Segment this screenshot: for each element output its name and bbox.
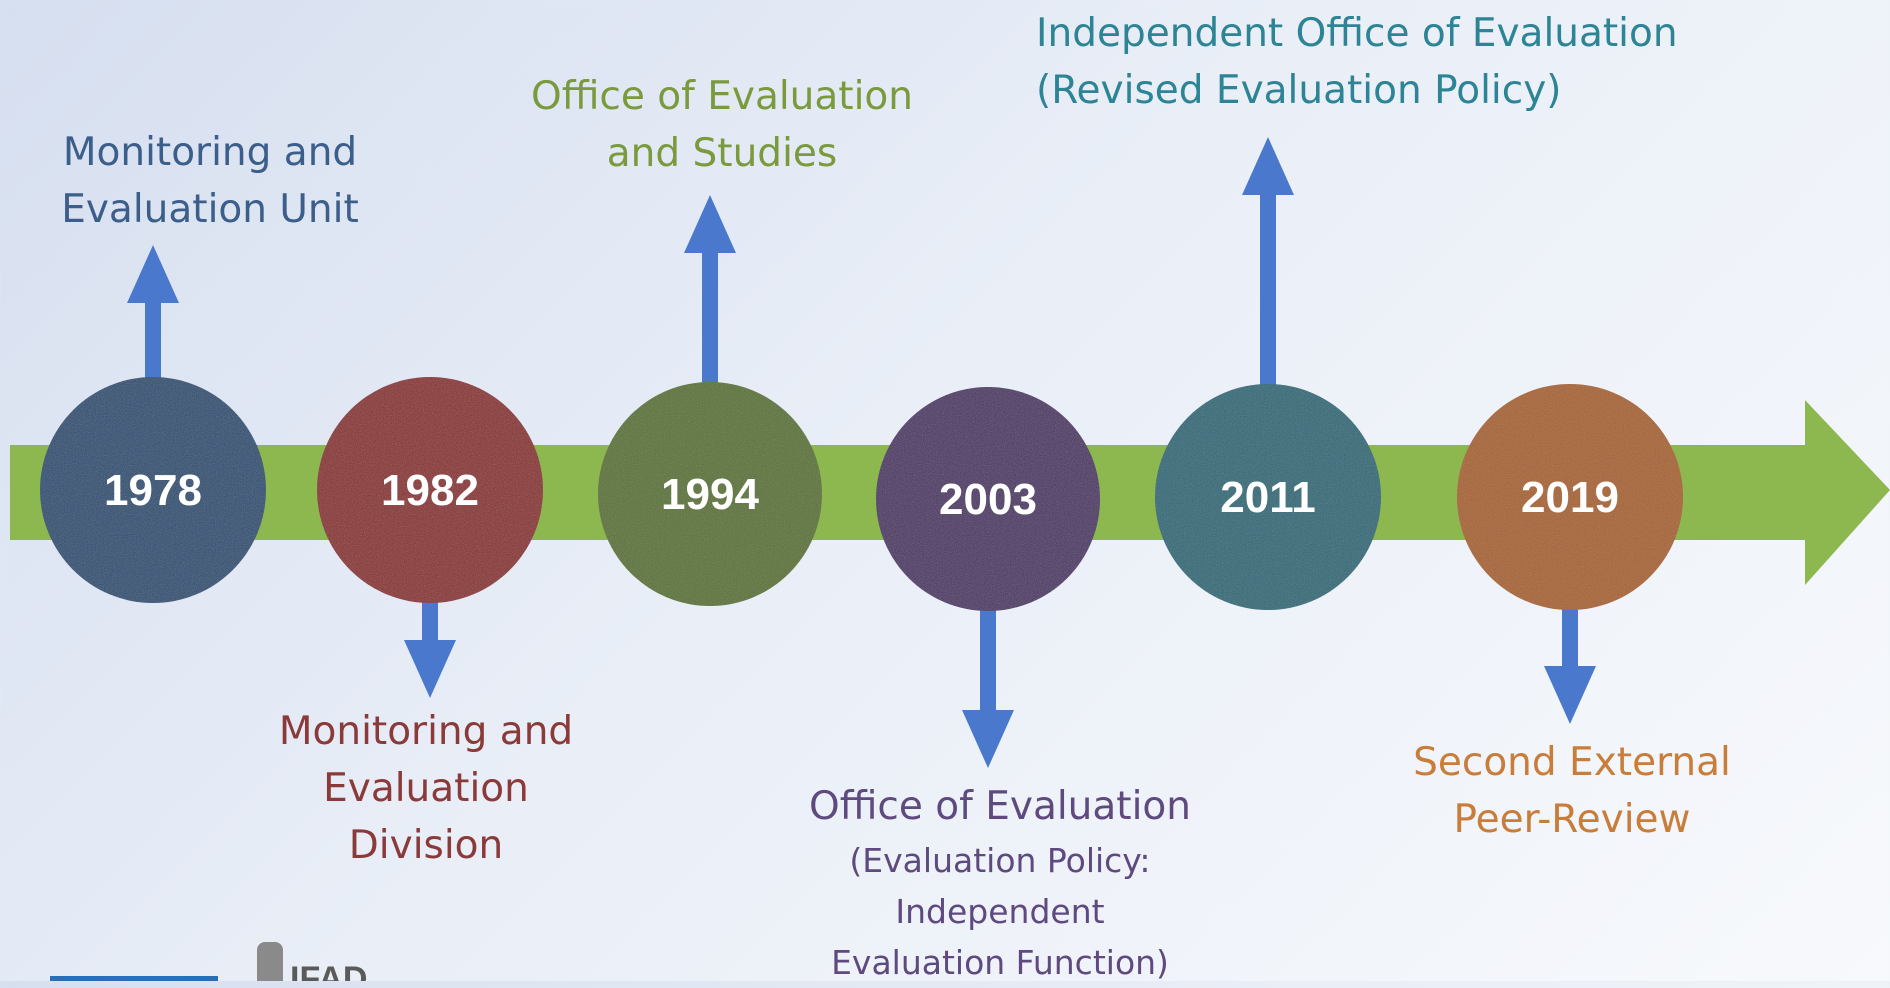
milestone-2003-circle — [876, 387, 1100, 611]
milestone-2011-line-1: Independent Office of Evaluation — [1036, 11, 1678, 56]
milestone-1982-line-3: Division — [348, 823, 504, 868]
milestone-1982-year: 1982 — [381, 466, 479, 515]
milestone-2011-arrow-shaft — [1260, 193, 1276, 390]
milestone-1978-line-2: Evaluation Unit — [61, 187, 359, 232]
milestone-1994-arrow-shaft — [702, 251, 718, 388]
milestone-1978-year: 1978 — [104, 466, 202, 515]
milestone-1982-arrow-shaft — [422, 595, 438, 642]
milestone-2019-label: Second External Peer-Review — [1413, 734, 1731, 848]
milestone-1978-label: Monitoring and Evaluation Unit — [61, 124, 359, 238]
milestone-1982-circle — [317, 377, 543, 603]
milestone-1982-arrow-head — [404, 640, 456, 698]
logo-text: IFAD — [290, 962, 368, 981]
milestone-1982-line-2: Evaluation — [323, 766, 529, 811]
milestone-2003-arrow — [962, 603, 1014, 768]
milestone-1978-arrow-head — [127, 245, 179, 303]
milestone-2003-label: Office of Evaluation (Evaluation Policy:… — [809, 778, 1191, 988]
milestone-2019-arrow — [1544, 602, 1596, 724]
logo-emblem-icon — [257, 942, 283, 981]
milestone-1994-arrow-head — [684, 195, 736, 253]
milestone-2019-line-2: Peer-Review — [1453, 797, 1691, 842]
milestone-1982-label: Monitoring and Evaluation Division — [279, 703, 573, 874]
milestone-1982-arrow — [404, 595, 456, 698]
milestone-2019-circle — [1457, 384, 1683, 610]
milestone-1978-arrow-shaft — [145, 301, 161, 383]
milestone-2019-arrow-head — [1544, 666, 1596, 724]
milestone-1994-label: Office of Evaluation and Studies — [531, 68, 913, 182]
milestone-1978-arrow — [127, 245, 179, 383]
milestone-1978-line-1: Monitoring and — [62, 130, 358, 175]
milestone-2011-year: 2011 — [1220, 473, 1315, 522]
milestone-2003-subline-2: Independent — [895, 892, 1105, 931]
milestone-1982-line-1: Monitoring and — [278, 709, 574, 754]
milestone-2003-year: 2003 — [939, 475, 1037, 524]
milestone-2011-arrow — [1242, 137, 1294, 390]
milestone-2003-arrow-head — [962, 710, 1014, 768]
milestone-2011-label: Independent Office of Evaluation (Revise… — [1036, 5, 1678, 119]
logo-bar — [50, 976, 218, 981]
milestone-2003-subline-3: Evaluation Function) — [831, 943, 1169, 982]
milestone-1994-year: 1994 — [661, 470, 759, 519]
milestone-2019-year: 2019 — [1521, 473, 1619, 522]
milestone-1994-line-1: Office of Evaluation — [530, 74, 914, 119]
milestone-2003-line-1: Office of Evaluation — [808, 784, 1192, 829]
milestone-1994-arrow — [684, 195, 736, 388]
milestone-2003-subline-1: (Evaluation Policy: — [849, 841, 1151, 880]
milestone-1994-circle — [598, 382, 822, 606]
logo: IFAD — [290, 962, 390, 981]
milestone-1994-line-2: and Studies — [606, 131, 838, 176]
milestone-2019-arrow-shaft — [1562, 602, 1578, 668]
milestone-2011-arrow-head — [1242, 137, 1294, 195]
milestone-2003-arrow-shaft — [980, 603, 996, 712]
milestone-2019-line-1: Second External — [1413, 740, 1731, 785]
milestone-2011-circle — [1155, 384, 1381, 610]
milestone-1978-circle — [40, 377, 266, 603]
milestone-2011-line-2: (Revised Evaluation Policy) — [1036, 68, 1562, 113]
